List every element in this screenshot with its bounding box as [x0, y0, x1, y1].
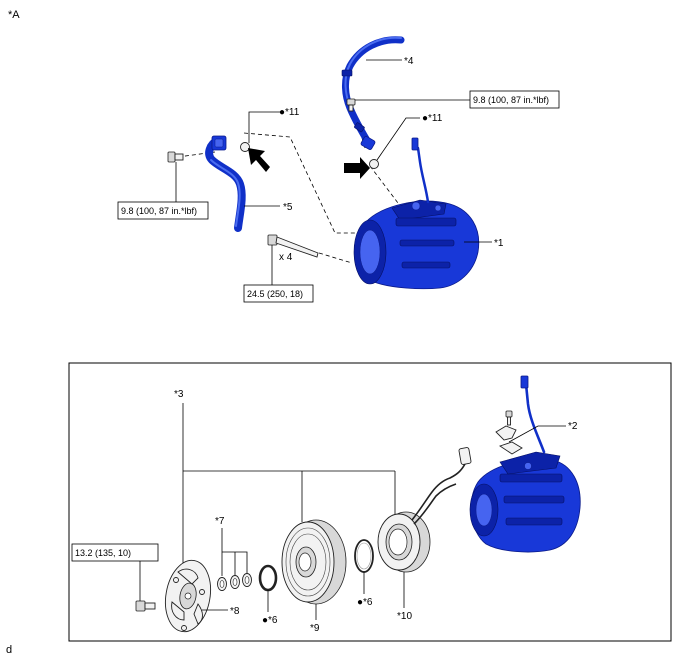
- torque-spec-label: 9.8 (100, 87 in.*lbf): [473, 95, 549, 105]
- compressor-lower: [469, 375, 581, 553]
- leader-line: [222, 551, 248, 573]
- callout-label: ●*11: [422, 113, 443, 124]
- torque-spec-box: [117, 201, 209, 220]
- align-line-suction-port: [243, 132, 356, 234]
- o-ring-suction: [240, 142, 250, 152]
- upper-assembly: 9.8 (100, 87 in.*lbf) 9.8 (100, 87 in.*l…: [117, 36, 560, 303]
- discharge-hose-bolt: [346, 98, 356, 112]
- o-ring-discharge: [369, 159, 379, 169]
- torque-spec-box: [243, 284, 314, 303]
- detail-frame: [68, 362, 672, 642]
- torque-spec-label: 13.2 (135, 10): [75, 548, 131, 558]
- suction-hose-bolt: [167, 151, 184, 163]
- callout-label: ●*6: [357, 597, 373, 608]
- torque-spec-label: 24.5 (250, 18): [247, 289, 303, 299]
- compressor-upper: [353, 137, 480, 290]
- figure-corner-id: *A: [8, 9, 20, 21]
- callout-label: ●*6: [262, 615, 278, 626]
- callout-label: *4: [404, 56, 414, 67]
- quantity-label: x 4: [279, 252, 293, 263]
- callout-label: *8: [230, 606, 240, 617]
- callout-label: *9: [310, 623, 320, 634]
- figure-footer-code: d: [6, 644, 12, 656]
- leader-line: [376, 117, 420, 161]
- suction-hose: [205, 135, 246, 232]
- torque-spec-box: [469, 90, 560, 109]
- pressure-plate: [165, 559, 211, 633]
- callout-label: ●*11: [279, 107, 300, 118]
- callout-label: *2: [568, 421, 578, 432]
- sensor-bracket: [495, 410, 523, 455]
- callout-label: *7: [215, 516, 225, 527]
- align-line-through-bolt: [318, 252, 353, 264]
- lower-assembly: 13.2 (135, 10) *3 *2 *7 *8 ●*6 *9 ●*6 *1…: [71, 375, 581, 634]
- torque-spec-box: [71, 543, 159, 562]
- snap-ring-outer: [354, 539, 374, 573]
- leader-line: [508, 425, 566, 443]
- pressure-plate-bolt: [135, 600, 156, 612]
- callout-label: *5: [283, 202, 293, 213]
- compressor-through-bolt: [267, 234, 319, 258]
- arrow-up-left-icon: [248, 148, 270, 172]
- magnetic-clutch-coil: [377, 447, 472, 573]
- snap-ring-inner: [258, 564, 278, 592]
- callout-label: *3: [174, 389, 184, 400]
- align-line-discharge-port: [369, 165, 399, 204]
- rotor-pulley: [281, 519, 347, 605]
- torque-spec-label: 9.8 (100, 87 in.*lbf): [121, 206, 197, 216]
- callout-label: *1: [494, 238, 504, 249]
- arrow-right-icon: [344, 157, 370, 179]
- callout-label: *10: [397, 611, 412, 622]
- leader-line: [248, 111, 280, 143]
- discharge-hose: [341, 36, 405, 150]
